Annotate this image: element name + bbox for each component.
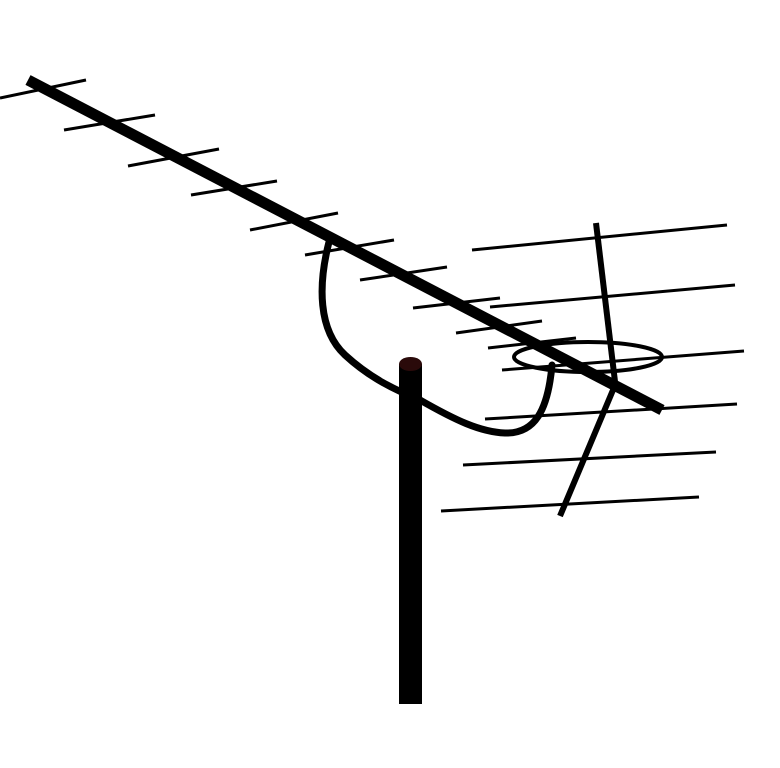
mast-cap	[399, 357, 422, 371]
director-element	[487, 336, 577, 350]
reflector-element	[484, 402, 738, 421]
yagi-director-array	[0, 75, 665, 415]
director-element	[304, 238, 395, 257]
boom	[25, 75, 665, 415]
reflector-support	[593, 222, 619, 391]
mounting-bracket	[318, 238, 556, 437]
director-element	[359, 265, 448, 282]
director-element	[190, 179, 278, 197]
director-element	[63, 113, 156, 132]
bracket-right-curve	[416, 361, 556, 437]
mast-pole	[399, 364, 422, 704]
reflector-element	[501, 349, 745, 372]
reflector-element	[489, 283, 736, 309]
director-element	[0, 78, 87, 100]
bracket-left-curve	[318, 238, 424, 404]
reflector-element	[440, 495, 700, 513]
director-element	[455, 319, 543, 335]
reflector-element	[471, 223, 728, 252]
director-element	[249, 211, 339, 232]
director-element	[412, 296, 501, 310]
director-element	[127, 147, 220, 168]
reflector-grid	[440, 222, 745, 518]
reflector-support	[557, 388, 616, 518]
reflector-element	[462, 450, 717, 467]
mast	[399, 357, 422, 704]
